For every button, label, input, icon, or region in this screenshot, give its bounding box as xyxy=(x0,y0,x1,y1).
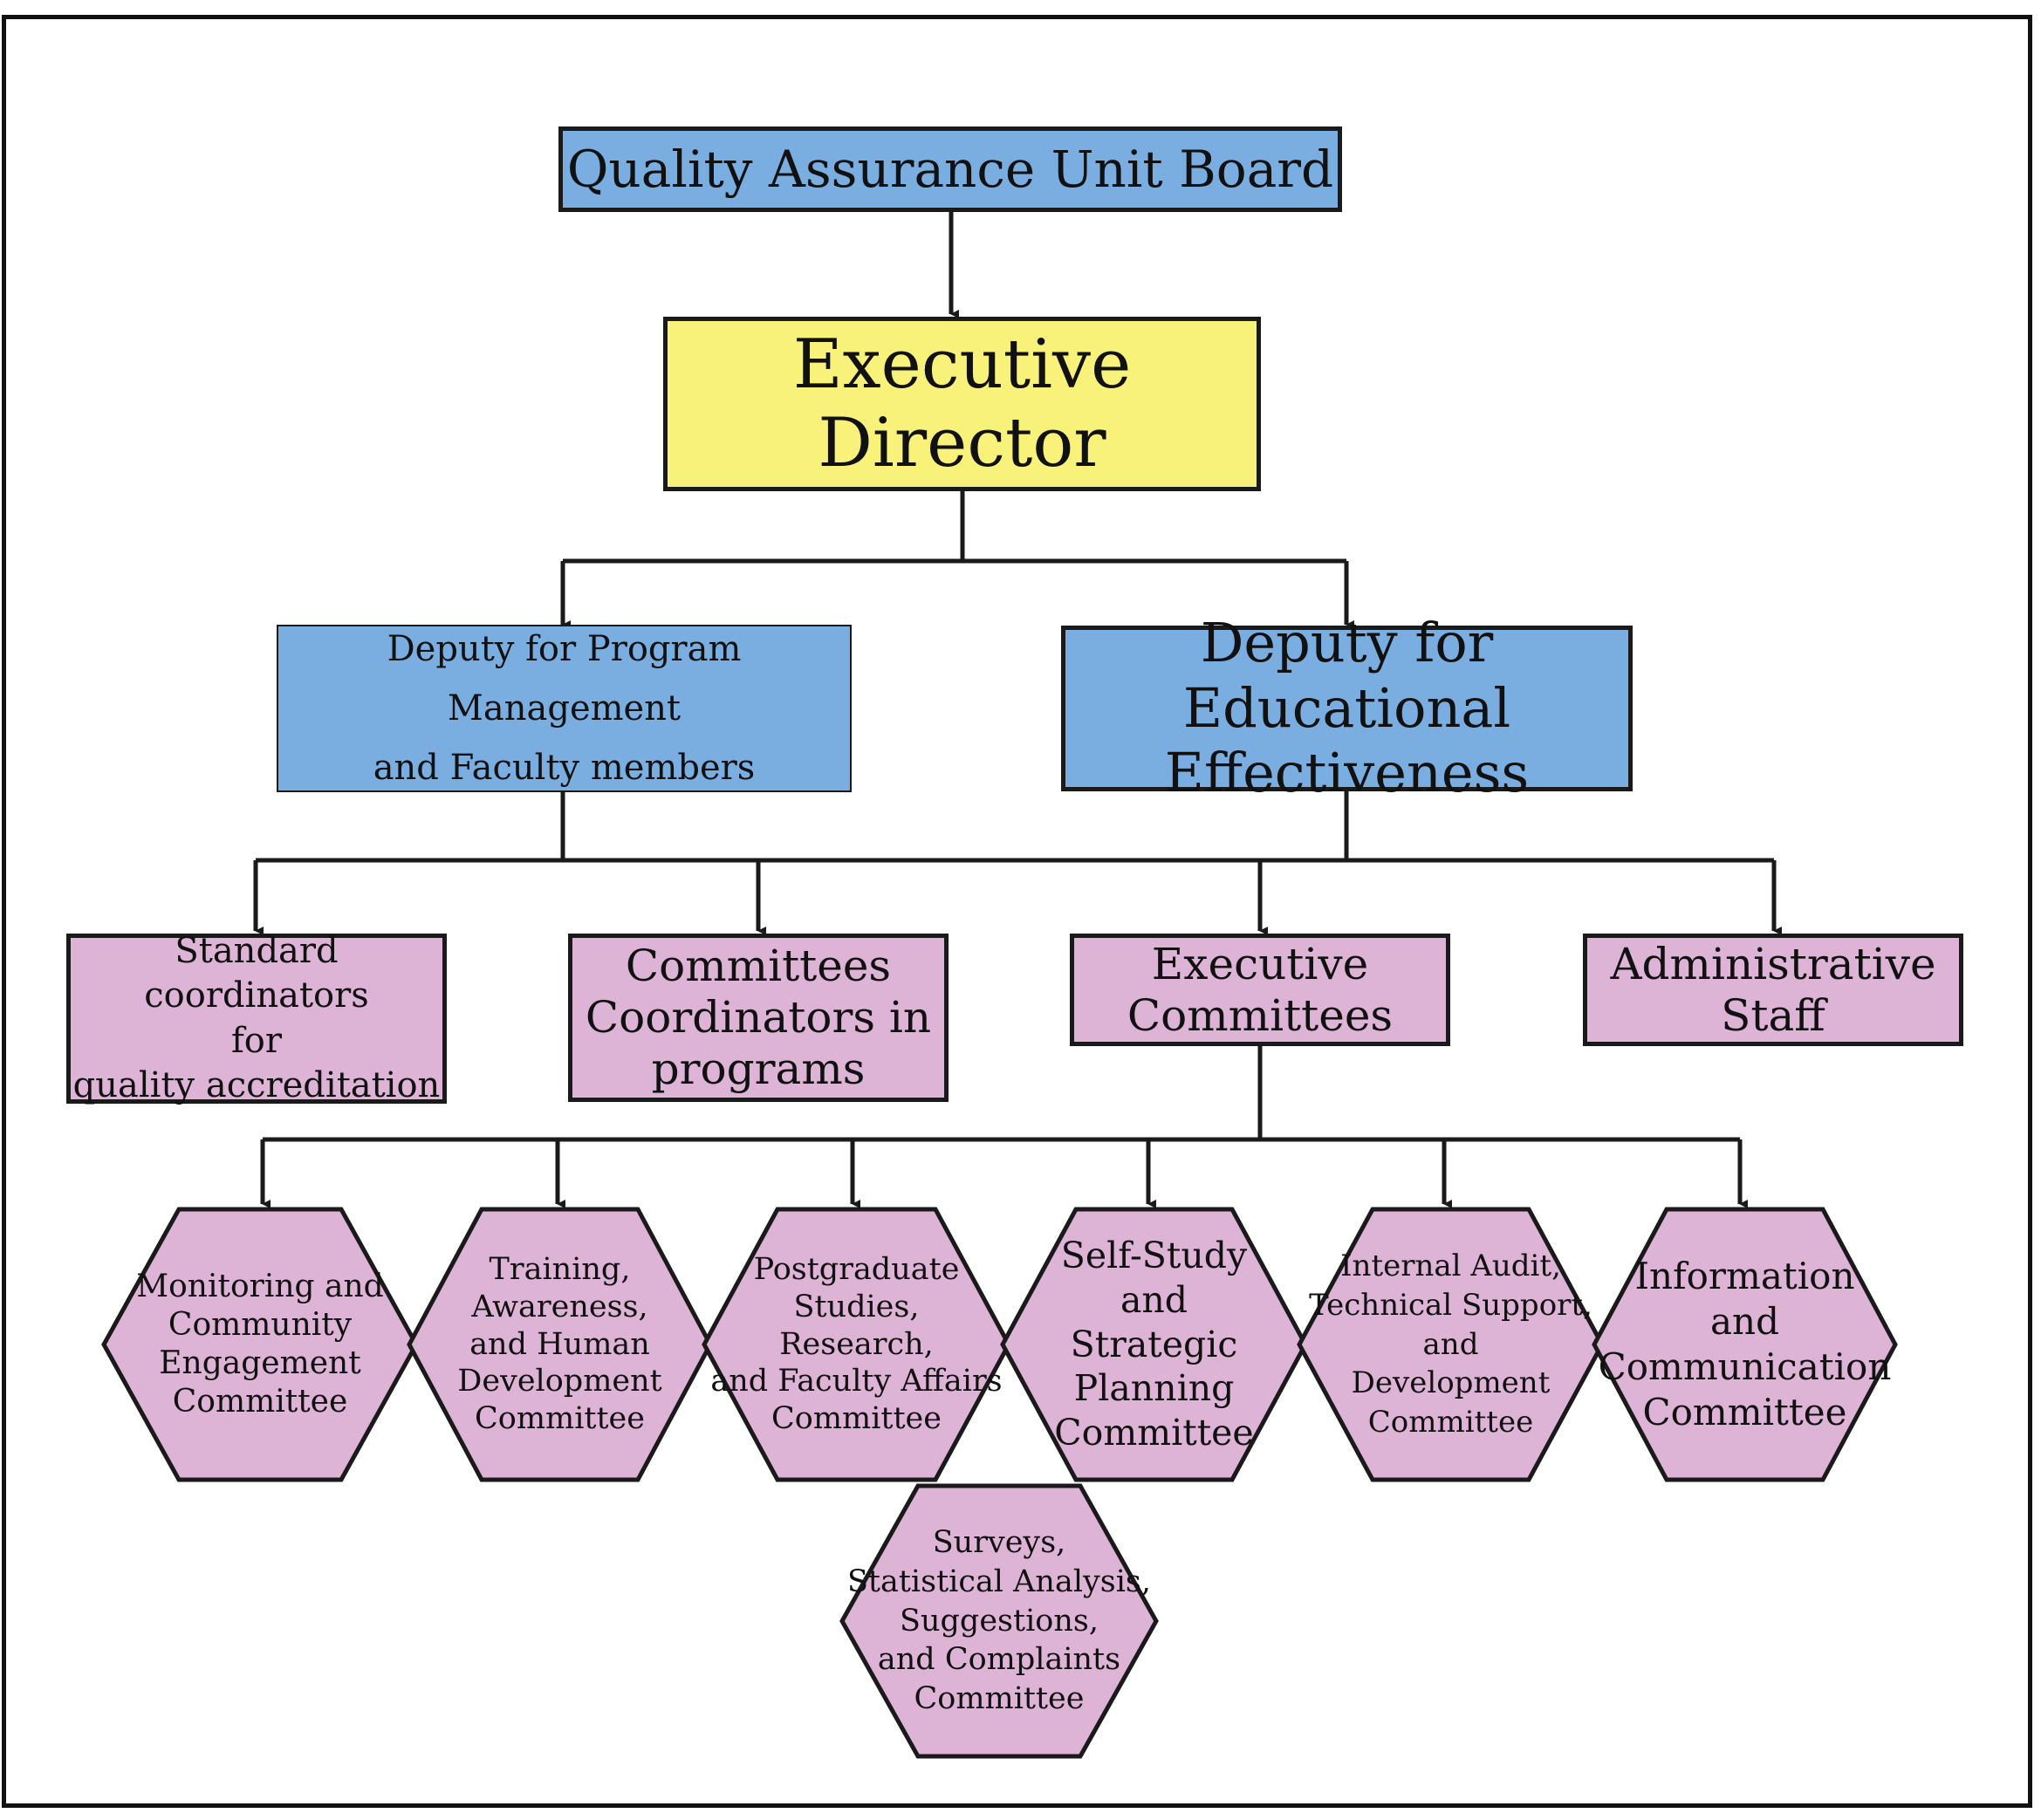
hexagon-shape xyxy=(1297,1207,1605,1482)
standard-coordinators-box: Standard coordinators for quality accred… xyxy=(66,931,447,1105)
committees-coordinators-label: Committees Coordinators in programs xyxy=(585,941,932,1094)
deputy-program-management-box: Deputy for Program Management and Facult… xyxy=(277,625,852,792)
executive-committees-label: Executive Committees xyxy=(1127,938,1394,1041)
executive-committees-box: Executive Committees xyxy=(1070,934,1450,1046)
diagram-frame xyxy=(2,15,2032,1808)
committee-label: Monitoring and Community Engagement Comm… xyxy=(136,1269,384,1420)
committee-label: Information and Communication Committee xyxy=(1598,1254,1892,1434)
board-box: Quality Assurance Unit Board xyxy=(558,127,1342,212)
executive-director-box: Executive Director xyxy=(663,317,1261,491)
executive-director-label: Executive Director xyxy=(792,325,1132,482)
committee-hexagon-postgraduate: Postgraduate Studies, Research, and Facu… xyxy=(701,1206,1012,1483)
committee-hexagon-monitoring: Monitoring and Community Engagement Comm… xyxy=(100,1206,420,1483)
deputy-educational-effectiveness-box: Deputy for Educational Effectiveness xyxy=(1061,611,1633,804)
committee-label: Postgraduate Studies, Research, and Facu… xyxy=(710,1252,1003,1437)
hexagon-shape xyxy=(702,1207,1011,1482)
committee-label: Internal Audit, Technical Support, and D… xyxy=(1309,1248,1592,1440)
hexagon-shape xyxy=(101,1207,419,1482)
hexagon-shape xyxy=(407,1207,713,1482)
committee-hexagon-training: Training, Awareness, and Human Developme… xyxy=(406,1206,714,1483)
committee-hexagon-self-study: Self-Study and Strategic Planning Commit… xyxy=(999,1206,1309,1483)
deputy-educational-effectiveness-label: Deputy for Educational Effectiveness xyxy=(1164,611,1530,805)
committee-hexagon-surveys: Surveys, Statistical Analysis, Suggestio… xyxy=(839,1482,1160,1760)
hexagon-shape xyxy=(1000,1207,1308,1482)
committees-coordinators-box: Committees Coordinators in programs xyxy=(568,934,949,1102)
standard-coordinators-label: Standard coordinators for quality accred… xyxy=(72,931,441,1105)
hexagon-shape xyxy=(1592,1207,1898,1482)
hexagon-shape xyxy=(839,1483,1159,1759)
committee-hexagon-internal-audit: Internal Audit, Technical Support, and D… xyxy=(1296,1206,1606,1483)
administrative-staff-box: Administrative Staff xyxy=(1583,934,1963,1046)
administrative-staff-label: Administrative Staff xyxy=(1610,938,1936,1041)
committee-label: Surveys, Statistical Analysis, Suggestio… xyxy=(846,1525,1152,1717)
committee-hexagon-information: Information and Communication Committee xyxy=(1591,1206,1899,1483)
deputy-program-management-label: Deputy for Program Management and Facult… xyxy=(373,629,756,788)
board-label: Quality Assurance Unit Board xyxy=(566,140,1334,199)
committee-label: Training, Awareness, and Human Developme… xyxy=(457,1252,662,1437)
committee-label: Self-Study and Strategic Planning Commit… xyxy=(1054,1234,1254,1454)
